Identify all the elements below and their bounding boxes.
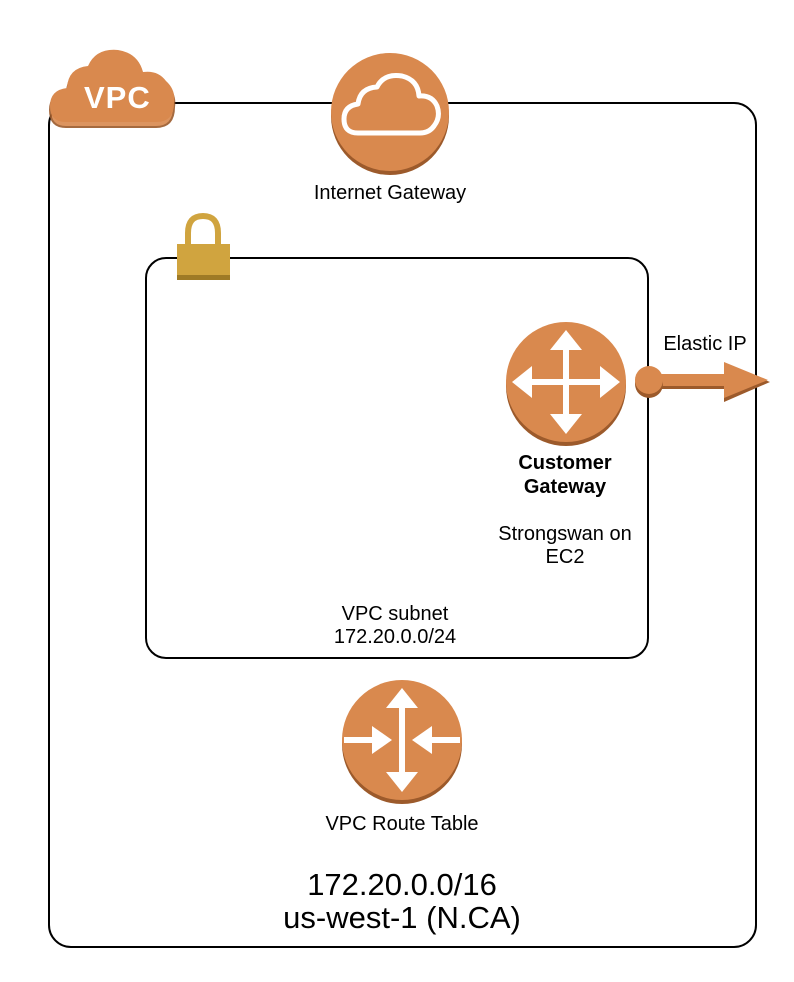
subnet-boundary [145,257,649,659]
customer-gateway-title-line1: Customer [518,452,612,474]
lock-icon [177,212,230,280]
vpc-cidr: 172.20.0.0/16 [307,867,497,902]
router-icon [512,330,620,434]
vpc-badge-label: VPC [84,80,151,115]
customer-gateway-title-line2: Gateway [523,476,607,498]
customer-gateway-desc-line2: EC2 [545,546,585,568]
internet-gateway-label: Internet Gateway [313,182,467,204]
elastic-ip-arrow-icon [635,362,770,402]
vpc-cloud-badge-icon [48,49,176,128]
route-table-label: VPC Route Table [325,813,479,835]
route-table-icon[interactable] [342,680,462,804]
subnet-label: VPC subnet [341,603,449,625]
customer-gateway-desc-line1: Strongswan on [498,523,632,545]
vpc-region: us-west-1 (N.CA) [283,900,521,935]
customer-gateway-icon[interactable] [506,322,626,446]
internet-gateway-icon[interactable] [331,53,449,175]
cloud-icon [341,73,441,136]
elastic-ip-label: Elastic IP [663,333,747,355]
subnet-cidr: 172.20.0.0/24 [333,626,457,648]
